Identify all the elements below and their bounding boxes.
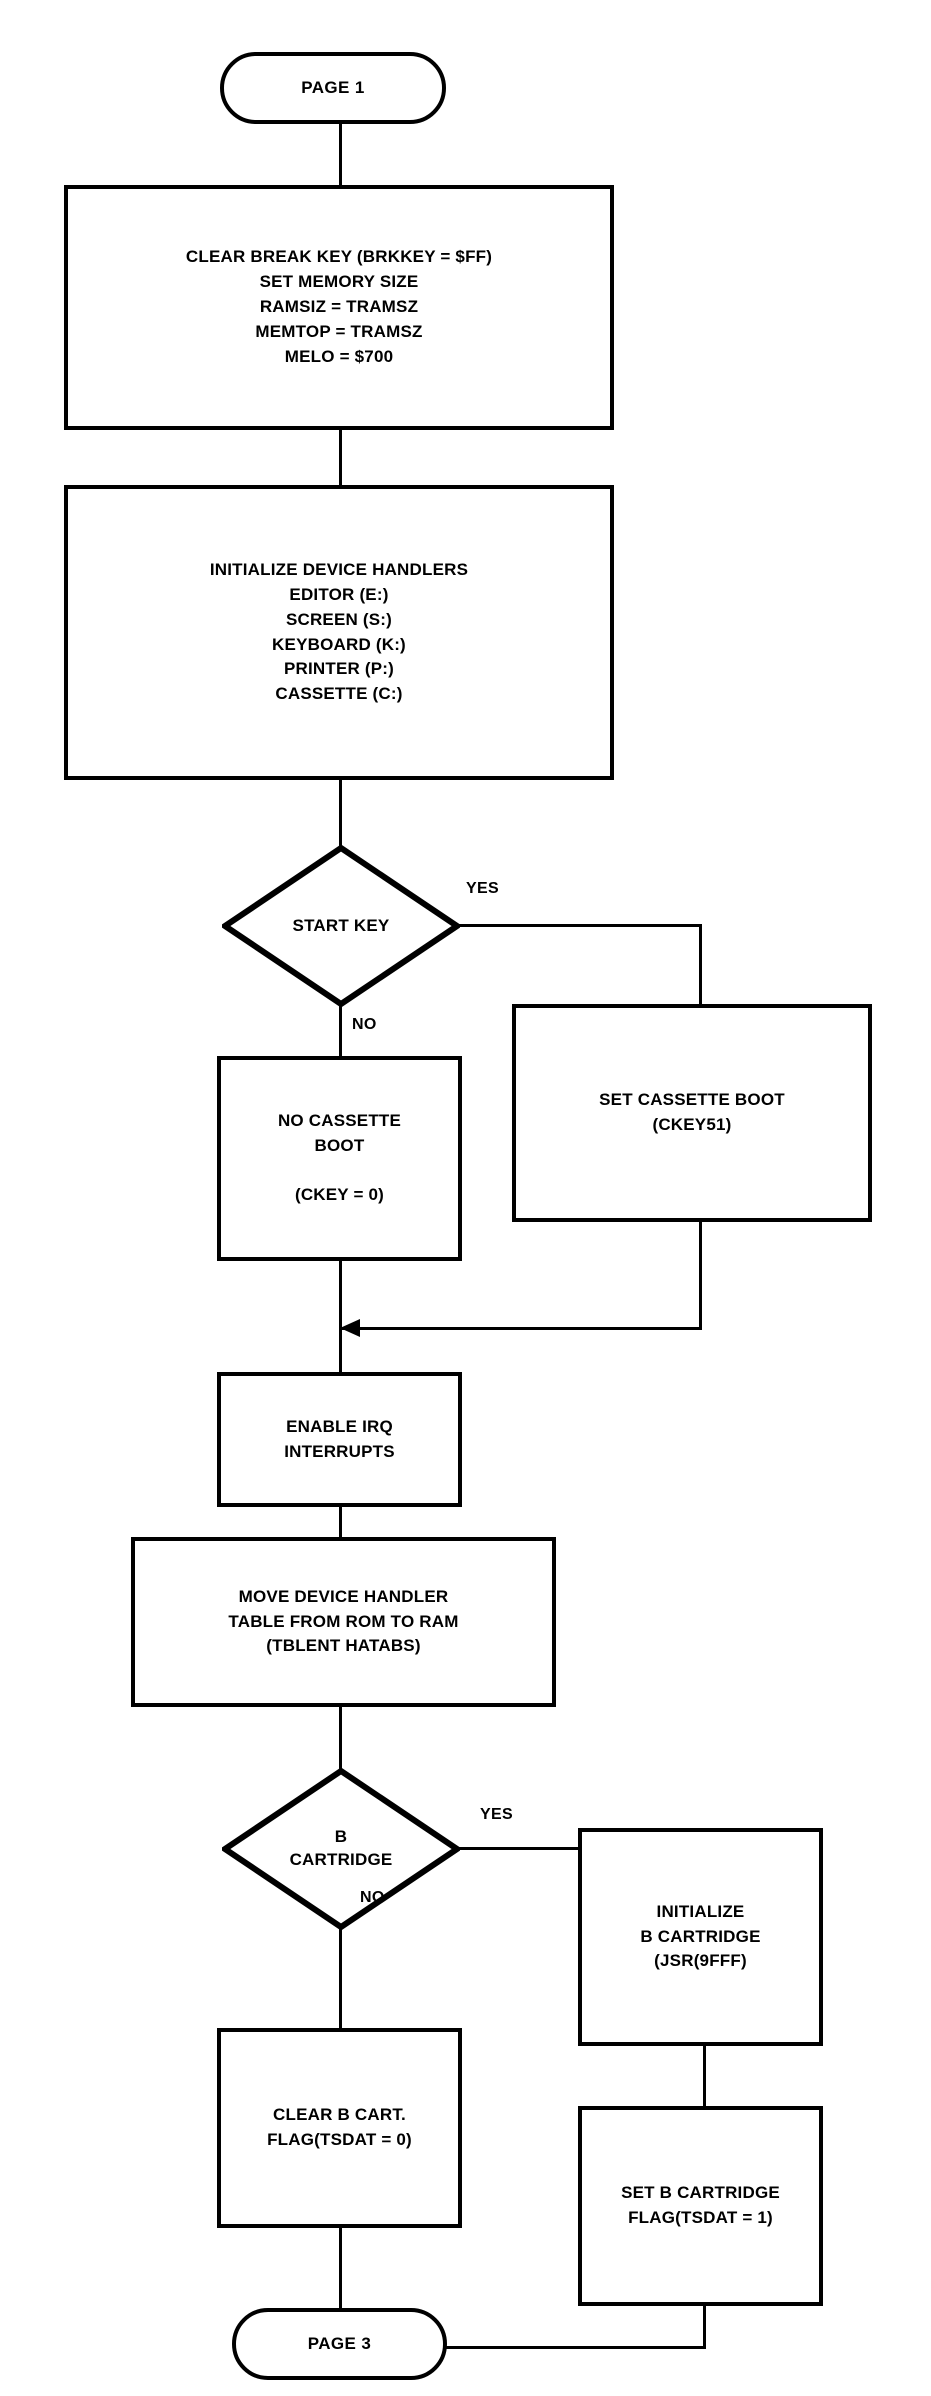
process-move-device-handler-table-label: MOVE DEVICE HANDLER TABLE FROM ROM TO RA… <box>228 1586 459 1656</box>
process-move-device-handler-table: MOVE DEVICE HANDLER TABLE FROM ROM TO RA… <box>131 1537 556 1707</box>
terminal-page-1-label: PAGE 1 <box>301 78 365 97</box>
connector-start-key-yes-vertical <box>699 924 702 1004</box>
process-set-cassette-boot: SET CASSETTE BOOT (CKEY51) <box>512 1004 872 1222</box>
process-clear-b-cartridge-flag-label: CLEAR B CART. FLAG(TSDAT = 0) <box>267 2105 412 2149</box>
process-init-b-cartridge-label: INITIALIZE B CARTRIDGE (JSR(9FFF) <box>640 1901 761 1971</box>
arrowhead-cassette-merge <box>340 1319 360 1337</box>
process-no-cassette-boot: NO CASSETTE BOOT (CKEY = 0) <box>217 1056 462 1261</box>
process-init-b-cartridge: INITIALIZE B CARTRIDGE (JSR(9FFF) <box>578 1828 823 2046</box>
connector-b-cartridge-no-vertical <box>339 1927 342 2028</box>
connector-move-table-to-b-cartridge <box>339 1707 342 1771</box>
connector-b-cart-merge-horizontal <box>341 2346 706 2349</box>
decision-start-key: START KEY <box>222 845 460 1007</box>
process-set-b-cartridge-flag-label: SET B CARTRIDGE FLAG(TSDAT = 1) <box>621 2183 780 2227</box>
process-init-device-handlers-label: INITIALIZE DEVICE HANDLERS EDITOR (E:) S… <box>209 560 469 704</box>
terminal-page-1: PAGE 1 <box>220 52 446 124</box>
process-set-cassette-boot-label: SET CASSETTE BOOT (CKEY51) <box>599 1090 785 1134</box>
connector-init-handlers-to-start-key <box>339 780 342 848</box>
connector-b-cart-merge-vertical <box>703 2306 706 2347</box>
terminal-page-3-label: PAGE 3 <box>307 2334 372 2353</box>
process-enable-irq-label: ENABLE IRQ INTERRUPTS <box>284 1416 395 1461</box>
connector-clear-break-key-to-init-handlers <box>339 430 342 485</box>
connector-start-key-yes-horizontal <box>456 924 702 927</box>
process-clear-b-cartridge-flag: CLEAR B CART. FLAG(TSDAT = 0) <box>217 2028 462 2228</box>
terminal-page-3: PAGE 3 <box>232 2308 447 2380</box>
process-clear-break-key-label: CLEAR BREAK KEY (BRKKEY = $FF) SET MEMOR… <box>185 247 493 366</box>
connector-enable-irq-to-move-table <box>339 1507 342 1557</box>
edge-label-start-key-yes: YES <box>466 880 499 897</box>
process-no-cassette-boot-label: NO CASSETTE BOOT (CKEY = 0) <box>277 1110 402 1205</box>
process-set-b-cartridge-flag: SET B CARTRIDGE FLAG(TSDAT = 1) <box>578 2106 823 2306</box>
process-enable-irq: ENABLE IRQ INTERRUPTS <box>217 1372 462 1507</box>
edge-label-b-cartridge-yes: YES <box>480 1806 513 1823</box>
connector-no-cassette-to-enable-irq <box>339 1261 342 1373</box>
process-init-device-handlers: INITIALIZE DEVICE HANDLERS EDITOR (E:) S… <box>64 485 614 780</box>
edge-label-start-key-no: NO <box>352 1016 377 1033</box>
connector-init-b-cart-to-set-flag <box>703 2046 706 2106</box>
decision-b-cartridge-label: B CARTRIDGE <box>289 1827 393 1869</box>
edge-label-b-cartridge-no: NO <box>360 1889 385 1906</box>
connector-clear-b-cart-to-page3 <box>339 2228 342 2374</box>
connector-page1-to-clear-break-key <box>339 124 342 185</box>
process-clear-break-key: CLEAR BREAK KEY (BRKKEY = $FF) SET MEMOR… <box>64 185 614 430</box>
decision-b-cartridge: B CARTRIDGE <box>222 1768 460 1930</box>
connector-cassette-merge-vertical <box>699 1222 702 1328</box>
connector-cassette-merge-horizontal <box>341 1327 702 1330</box>
decision-start-key-label: START KEY <box>292 915 390 935</box>
connector-start-key-no-vertical <box>339 1004 342 1056</box>
